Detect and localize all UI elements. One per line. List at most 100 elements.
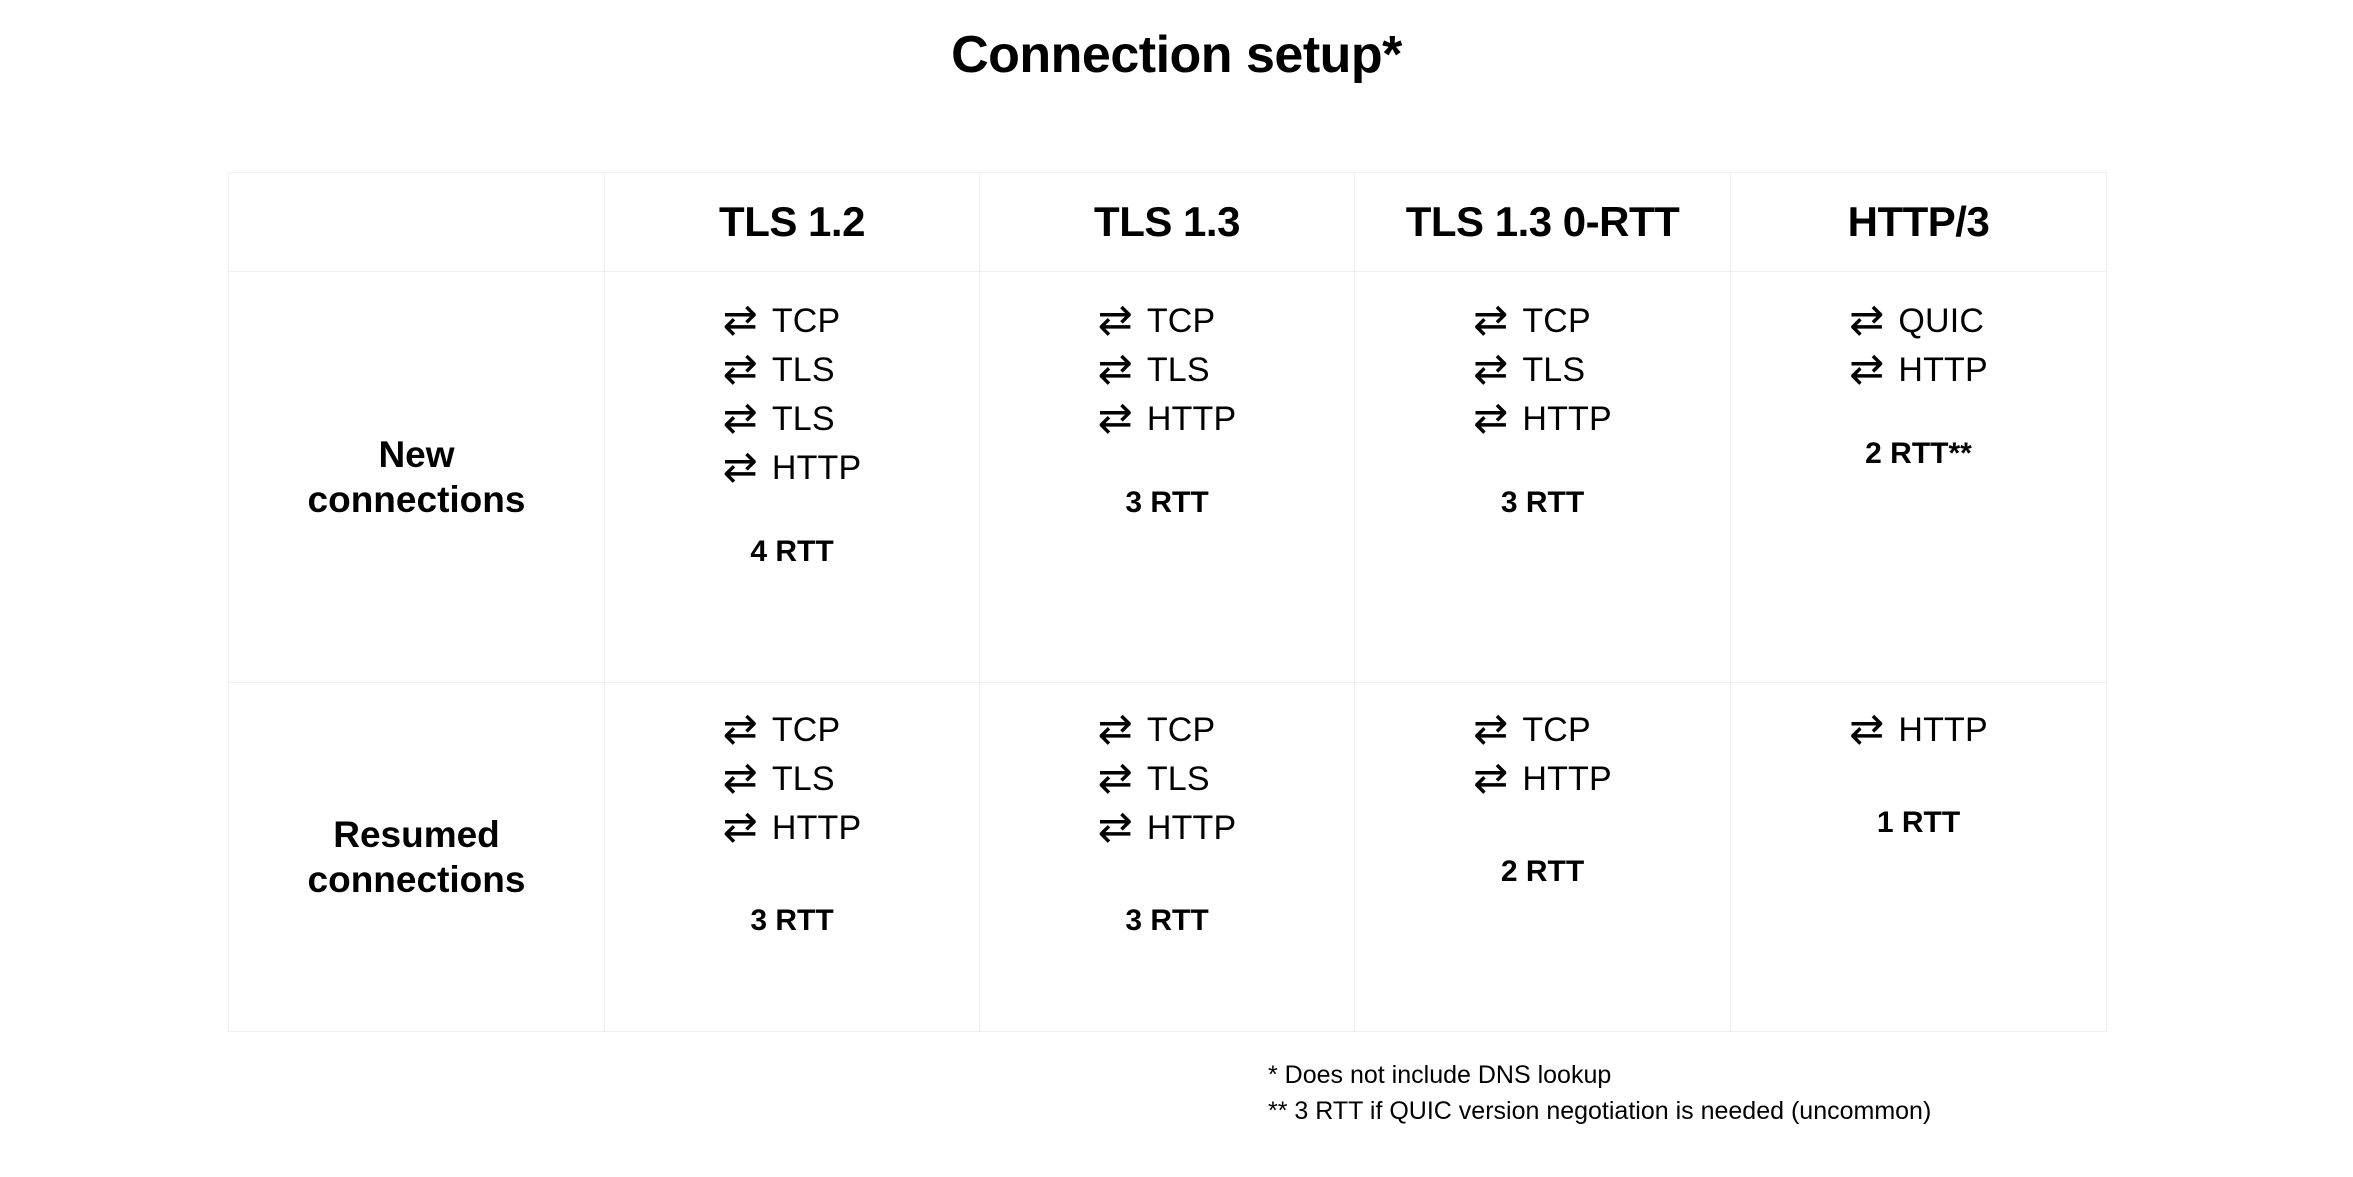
roundtrip-arrow-icon: ⇄ (1097, 704, 1133, 753)
step-item: ⇄ TCP (722, 704, 841, 753)
roundtrip-arrow-icon: ⇄ (1473, 295, 1509, 344)
step-item: ⇄ HTTP (722, 802, 862, 851)
rtt-total: 2 RTT (1500, 855, 1585, 888)
step-label: HTTP (1146, 400, 1237, 438)
step-item: ⇄ HTTP (1473, 753, 1612, 802)
step-item: ⇄ TCP (1097, 704, 1216, 753)
step-item: ⇄ TLS (722, 344, 835, 393)
roundtrip-arrow-icon: ⇄ (1097, 753, 1133, 802)
step-label: TCP (771, 711, 841, 749)
roundtrip-arrow-icon: ⇄ (1849, 704, 1885, 753)
roundtrip-arrow-icon: ⇄ (1473, 704, 1509, 753)
step-label: HTTP (1898, 351, 1988, 389)
step-item: ⇄ TLS (1097, 344, 1210, 393)
step-item: ⇄ TLS (1473, 344, 1586, 393)
roundtrip-arrow-icon: ⇄ (1473, 393, 1509, 442)
roundtrip-arrow-icon: ⇄ (722, 704, 758, 753)
step-label: HTTP (771, 809, 862, 847)
table-row: Resumed connections ⇄ TCP ⇄ TLS ⇄ (228, 682, 2107, 1032)
step-label: TCP (1522, 711, 1591, 749)
roundtrip-arrow-icon: ⇄ (1473, 344, 1509, 393)
step-list: ⇄ TCP ⇄ TLS ⇄ HTTP (1097, 295, 1237, 442)
roundtrip-arrow-icon: ⇄ (1849, 344, 1885, 393)
step-item: ⇄ TLS (722, 393, 835, 442)
step-label: TLS (771, 351, 835, 389)
roundtrip-arrow-icon: ⇄ (722, 344, 758, 393)
footnote-dns-lookup: * Does not include DNS lookup (1268, 1061, 1612, 1089)
step-item: ⇄ HTTP (1849, 704, 1988, 753)
step-item: ⇄ TLS (1097, 753, 1210, 802)
roundtrip-arrow-icon: ⇄ (1849, 295, 1885, 344)
step-item: ⇄ HTTP (1097, 802, 1237, 851)
roundtrip-arrow-icon: ⇄ (1097, 802, 1133, 851)
rtt-total: 3 RTT (1125, 486, 1209, 519)
cell-new-tls13-0rtt: ⇄ TCP ⇄ TLS ⇄ HTTP 3 RTT (1354, 271, 1731, 683)
table-row: New connections ⇄ TCP ⇄ TLS ⇄ (228, 271, 2107, 683)
step-label: TLS (771, 760, 835, 798)
rtt-total: 3 RTT (750, 904, 834, 937)
header-cell-tls13: TLS 1.3 (979, 172, 1355, 272)
step-label: HTTP (771, 449, 862, 487)
table-header-row: TLS 1.2 TLS 1.3 TLS 1.3 0-RTT HTTP/3 (228, 172, 2107, 272)
step-list: ⇄ TCP ⇄ TLS ⇄ TLS ⇄ HTTP (722, 295, 862, 491)
cell-new-tls13: ⇄ TCP ⇄ TLS ⇄ HTTP 3 RTT (979, 271, 1355, 683)
step-list: ⇄ TCP ⇄ TLS ⇄ HTTP (1097, 704, 1237, 851)
step-item: ⇄ HTTP (1849, 344, 1988, 393)
roundtrip-arrow-icon: ⇄ (1097, 393, 1133, 442)
header-cell-tls13-0rtt: TLS 1.3 0-RTT (1354, 172, 1731, 272)
step-label: HTTP (1146, 809, 1237, 847)
step-list: ⇄ TCP ⇄ HTTP (1473, 704, 1612, 802)
step-item: ⇄ QUIC (1849, 295, 1985, 344)
roundtrip-arrow-icon: ⇄ (722, 393, 758, 442)
rtt-total: 3 RTT (1125, 904, 1209, 937)
step-label: HTTP (1898, 711, 1988, 749)
cell-resumed-tls12: ⇄ TCP ⇄ TLS ⇄ HTTP 3 RTT (604, 682, 980, 1032)
roundtrip-arrow-icon: ⇄ (722, 753, 758, 802)
step-label: TCP (1146, 302, 1216, 340)
footnotes: * Does not include DNS lookup ** 3 RTT i… (1268, 1058, 1931, 1129)
step-item: ⇄ TLS (722, 753, 835, 802)
footnote-quic-version-negotiation: ** 3 RTT if QUIC version negotiation is … (1268, 1096, 1932, 1125)
step-list: ⇄ QUIC ⇄ HTTP (1849, 295, 1988, 393)
header-cell-blank (228, 172, 605, 272)
step-label: HTTP (1522, 400, 1612, 438)
cell-resumed-tls13-0rtt: ⇄ TCP ⇄ HTTP 2 RTT (1354, 682, 1731, 1032)
step-label: TLS (1146, 760, 1210, 798)
cell-new-tls12: ⇄ TCP ⇄ TLS ⇄ TLS ⇄ HTTP (604, 271, 980, 683)
rtt-total: 2 RTT** (1865, 437, 1972, 470)
step-list: ⇄ TCP ⇄ TLS ⇄ HTTP (722, 704, 862, 851)
roundtrip-arrow-icon: ⇄ (722, 802, 758, 851)
step-label: TLS (771, 400, 835, 438)
step-item: ⇄ HTTP (722, 442, 862, 491)
page-title: Connection setup* (951, 26, 1402, 84)
cell-resumed-tls13: ⇄ TCP ⇄ TLS ⇄ HTTP 3 RTT (979, 682, 1355, 1032)
row-label-resumed-connections: Resumed connections (228, 682, 605, 1032)
step-item: ⇄ TCP (722, 295, 841, 344)
rtt-total: 4 RTT (750, 535, 834, 568)
step-label: TLS (1146, 351, 1210, 389)
step-label: TCP (771, 302, 841, 340)
step-label: QUIC (1898, 302, 1985, 340)
step-item: ⇄ HTTP (1473, 393, 1612, 442)
step-label: TLS (1522, 351, 1586, 389)
step-label: TCP (1146, 711, 1216, 749)
step-list: ⇄ HTTP (1849, 704, 1988, 753)
step-label: HTTP (1522, 760, 1612, 798)
step-list: ⇄ TCP ⇄ TLS ⇄ HTTP (1473, 295, 1612, 442)
step-item: ⇄ TCP (1473, 295, 1591, 344)
roundtrip-arrow-icon: ⇄ (1097, 344, 1133, 393)
roundtrip-arrow-icon: ⇄ (1097, 295, 1133, 344)
header-cell-tls12: TLS 1.2 (604, 172, 980, 272)
rtt-total: 3 RTT (1500, 486, 1585, 519)
roundtrip-arrow-icon: ⇄ (1473, 753, 1509, 802)
connection-setup-table: TLS 1.2 TLS 1.3 TLS 1.3 0-RTT HTTP/3 New… (228, 172, 2107, 1032)
cell-resumed-http3: ⇄ HTTP 1 RTT (1730, 682, 2107, 1032)
header-cell-http3: HTTP/3 (1730, 172, 2107, 272)
roundtrip-arrow-icon: ⇄ (722, 442, 758, 491)
step-item: ⇄ TCP (1473, 704, 1591, 753)
roundtrip-arrow-icon: ⇄ (722, 295, 758, 344)
rtt-total: 1 RTT (1876, 806, 1961, 839)
row-label-new-connections: New connections (228, 271, 605, 683)
cell-new-http3: ⇄ QUIC ⇄ HTTP 2 RTT** (1730, 271, 2107, 683)
step-item: ⇄ HTTP (1097, 393, 1237, 442)
